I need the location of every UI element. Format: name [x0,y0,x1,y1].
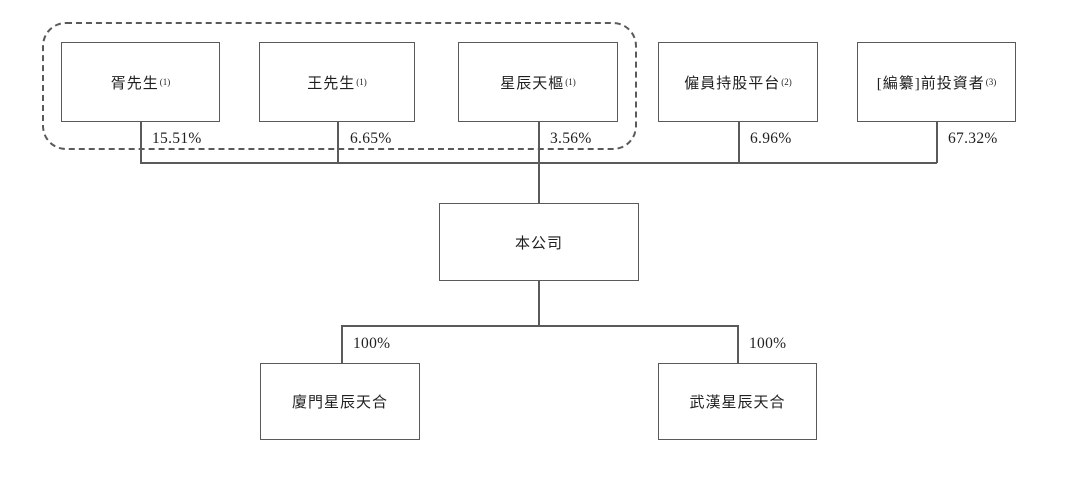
connector-line [737,325,739,363]
connector-line [538,162,540,203]
ownership-percentage: 3.56% [550,130,592,147]
shareholder-box-xingchen-tianshu: 星辰天樞(1) [458,42,618,122]
shareholder-box-employee-platform: 僱員持股平台(2) [658,42,818,122]
subsidiary-box-wuhan: 武漢星辰天合 [658,363,817,440]
connector-line [341,325,343,363]
subsidiary-name: 廈門星辰天合 [291,395,388,411]
connector-line [140,122,142,163]
shareholder-name: 星辰天樞 [500,75,565,92]
shareholder-box-wang: 王先生(1) [259,42,415,122]
ownership-percentage: 6.65% [350,130,392,147]
subsidiary-box-xiamen: 廈門星辰天合 [260,363,420,440]
shareholder-name: 胥先生 [110,75,159,92]
footnote-superscript: (3) [985,76,997,87]
ownership-percentage: 100% [749,335,787,352]
connector-line [936,122,938,163]
company-name: 本公司 [514,235,563,252]
company-box: 本公司 [439,203,639,281]
shareholder-box-xu: 胥先生(1) [61,42,220,122]
ownership-percentage: 100% [353,335,391,352]
controlling-group-dashed-outline [42,22,637,150]
connector-line [738,122,740,163]
footnote-superscript: (1) [356,76,367,87]
connector-line [337,122,339,163]
shareholder-box-pre-investors: [編纂]前投資者(3) [857,42,1016,122]
shareholder-name: 僱員持股平台 [684,75,781,92]
shareholder-name: [編纂]前投資者 [876,75,985,92]
footnote-superscript: (2) [781,76,792,87]
shareholder-name: 王先生 [307,75,356,92]
footnote-superscript: (1) [565,76,576,87]
connector-line [538,281,540,325]
subsidiary-name: 武漢星辰天合 [689,395,786,411]
ownership-percentage: 15.51% [152,130,202,147]
connector-line [538,122,540,163]
ownership-percentage: 67.32% [948,130,998,147]
footnote-superscript: (1) [159,76,171,87]
ownership-percentage: 6.96% [750,130,792,147]
connector-line [341,325,738,327]
